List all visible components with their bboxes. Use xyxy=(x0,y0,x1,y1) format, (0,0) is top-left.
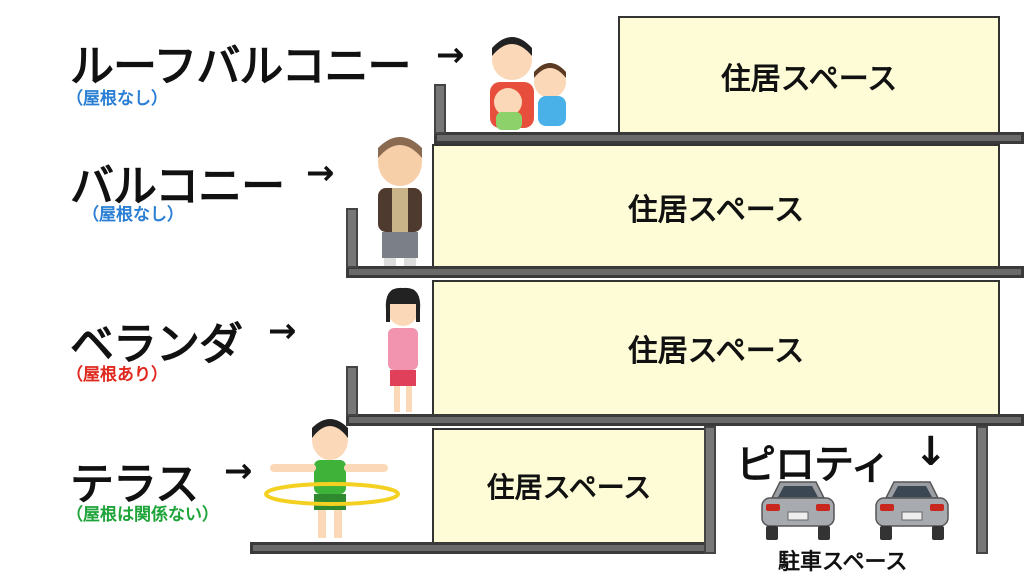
arrow-right-icon: → xyxy=(224,451,253,491)
term-balcony: バルコニー xyxy=(70,161,285,212)
parapet-balcony xyxy=(346,208,358,268)
car-icon xyxy=(875,481,949,540)
living-space-label: 住居スペース xyxy=(486,471,652,504)
term-veranda: ベランダ xyxy=(70,319,243,370)
term-terrace: テラス xyxy=(70,459,199,510)
elderly-man-illustration xyxy=(378,137,422,266)
parapet-veranda xyxy=(346,366,358,416)
parapet-roof-balcony xyxy=(434,84,446,134)
arrow-right-icon: → xyxy=(268,311,297,351)
living-space-1f: 住居スペース xyxy=(432,428,706,544)
roof-note-terrace: （屋根は関係ない） xyxy=(66,505,219,525)
pilotis-column-right xyxy=(976,426,988,554)
living-space-2f: 住居スペース xyxy=(432,280,1000,416)
floor-slab-ground xyxy=(250,542,716,554)
floor-slab-2f xyxy=(346,414,1024,426)
pilotis-column-left xyxy=(704,426,716,554)
living-space-label: 住居スペース xyxy=(627,334,805,369)
term-pilotis: ピロティ xyxy=(736,442,891,488)
roof-note-balcony: （屋根なし） xyxy=(82,205,184,225)
woman-illustration xyxy=(385,287,421,412)
car-icon xyxy=(761,481,835,540)
arrow-right-icon: → xyxy=(306,153,335,193)
roof-note-roof-balcony: （屋根なし） xyxy=(66,89,168,109)
arrow-right-icon: → xyxy=(436,35,465,75)
parking-label: 駐車スペース xyxy=(778,550,908,575)
boy-hula-hoop-illustration xyxy=(264,419,400,538)
living-space-top: 住居スペース xyxy=(618,16,1000,136)
roof-note-veranda: （屋根あり） xyxy=(66,365,168,385)
family-illustration xyxy=(490,37,566,130)
arrow-down-icon: ↓ xyxy=(914,429,948,475)
term-roof-balcony: ルーフバルコニー xyxy=(70,41,411,92)
floor-slab-roof xyxy=(434,132,1024,144)
living-space-3f: 住居スペース xyxy=(432,144,1000,270)
living-space-label: 住居スペース xyxy=(720,62,898,97)
floor-slab-3f xyxy=(346,266,1024,278)
living-space-label: 住居スペース xyxy=(627,193,805,228)
